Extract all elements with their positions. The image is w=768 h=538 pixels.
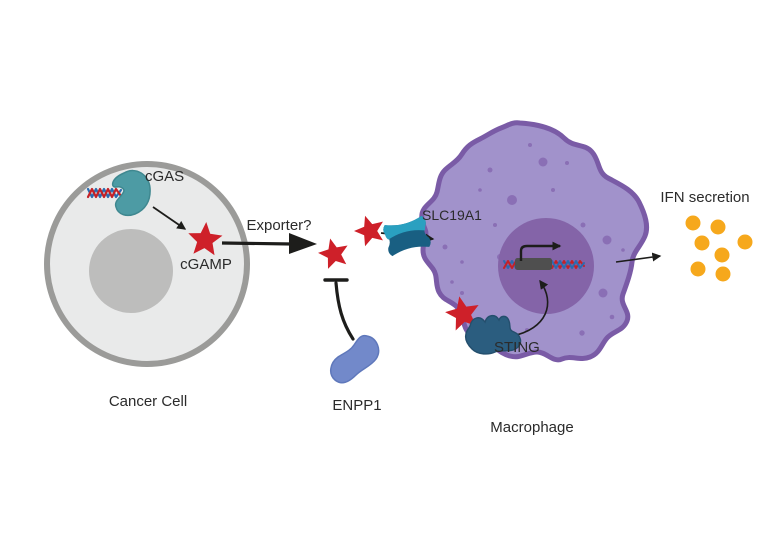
cgas-label: cGAS [145,168,185,185]
enpp1-inhibition-tbar [323,278,355,341]
exporter-label: Exporter? [246,217,312,234]
ifn-secretion-label: IFN secretion [660,189,750,206]
sting-complex-icon [464,315,522,355]
cgamp-star-extracellular-1 [315,234,352,271]
cancer-nucleus-shape [89,229,173,313]
cgamp-star-extracellular-2 [350,211,389,249]
vesicle-dots [442,143,625,336]
cgamp-label: cGAMP [180,256,232,273]
sting-label: STING [494,339,540,356]
slc19a1-label: SLC19A1 [422,207,482,223]
transcription-arrow [519,241,562,261]
cgas-to-cgamp-arrow [152,206,187,230]
ifn-export-arrow [615,252,662,263]
ifn-dots [685,215,753,282]
cgas-enzyme-icon [111,169,151,217]
dna-icon [86,187,123,199]
macrophage-label: Macrophage [490,419,574,436]
exporter-arrow [221,233,317,254]
cancer-cell [44,161,250,367]
macrophage [380,120,650,363]
gene-icon [503,258,585,270]
enpp1-label: ENPP1 [332,397,382,414]
slc19a1-transporter-icon [383,215,431,257]
cancer-cell-label: Cancer Cell [108,393,188,410]
enpp1-enzyme-icon [330,334,380,384]
sting-activation-arrow [511,279,549,337]
